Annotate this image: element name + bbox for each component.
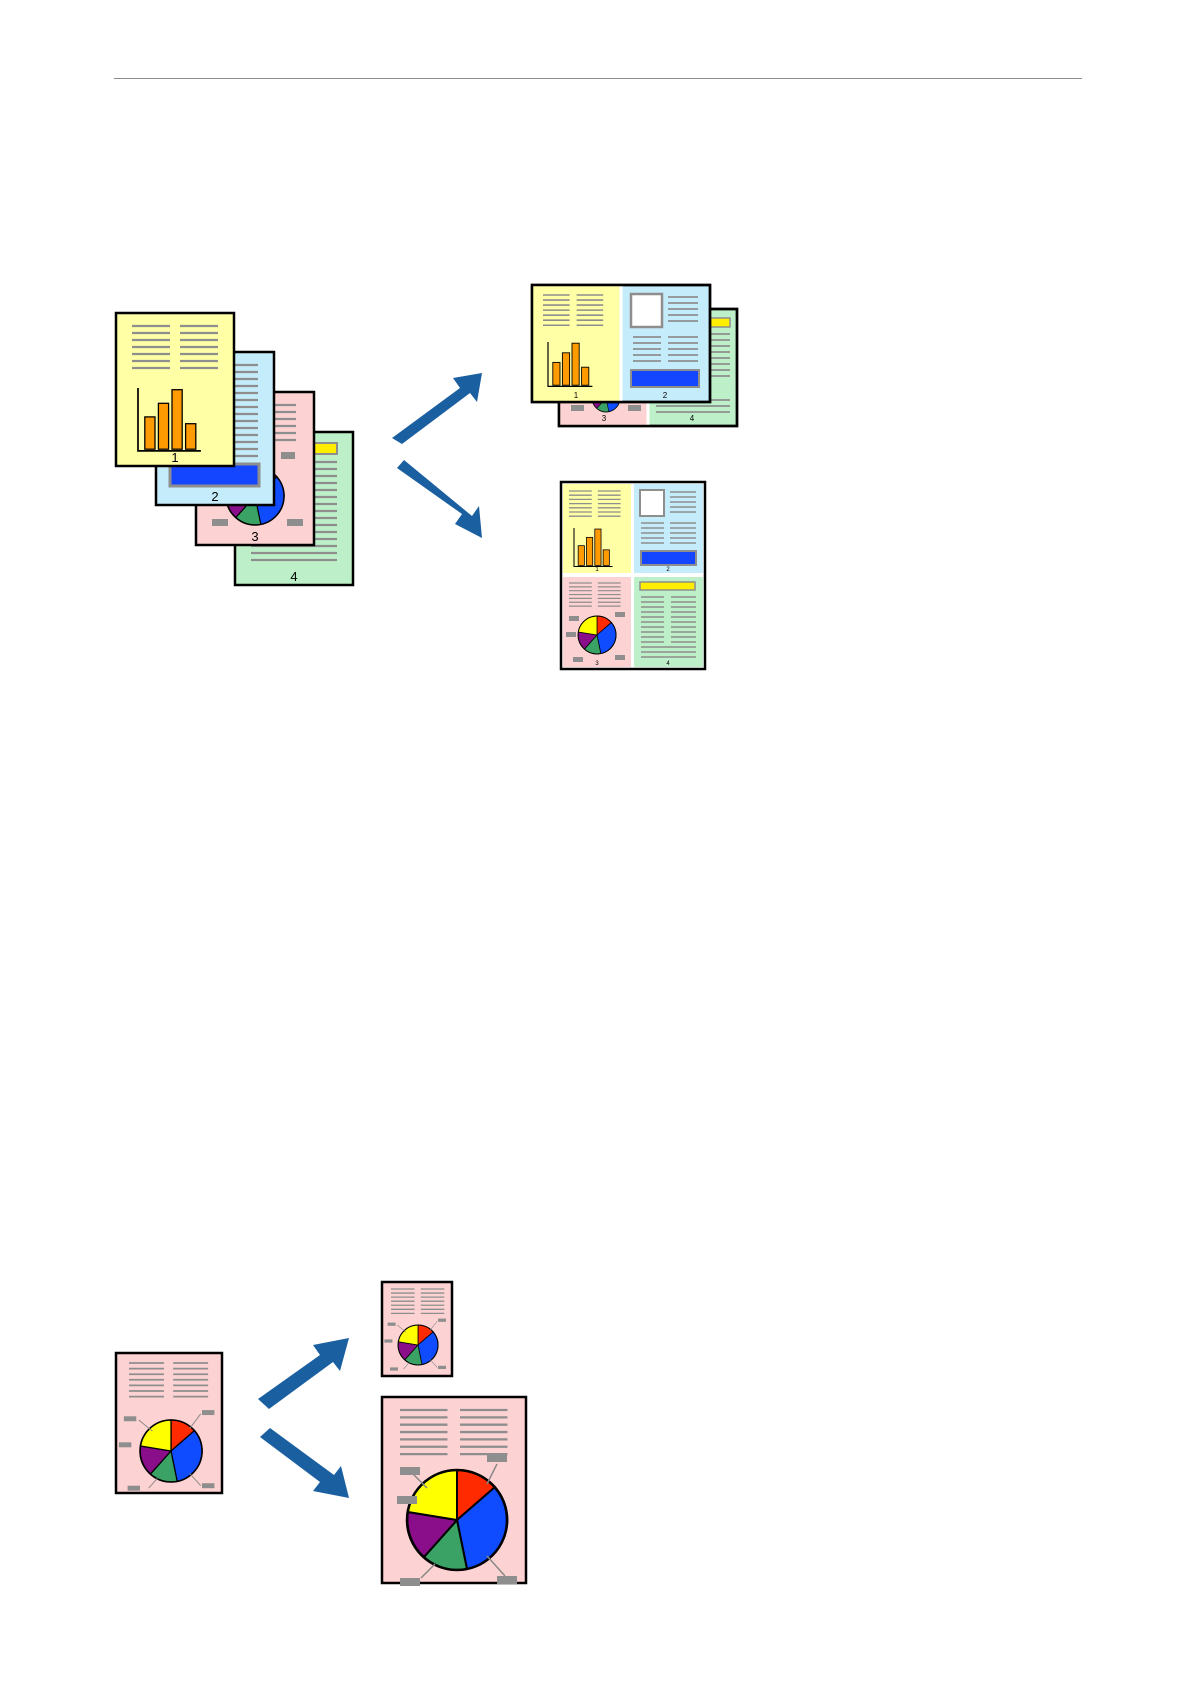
page-number-2: 2 <box>211 489 218 504</box>
two-up-page-3: 3 <box>602 414 607 423</box>
arrow-down-right-icon <box>397 460 482 538</box>
original-page <box>116 1353 222 1493</box>
enlarged-page <box>382 1397 526 1586</box>
two-up-page-2: 2 <box>663 391 668 400</box>
four-up-sheet: 1 2 3 <box>561 482 705 669</box>
arrow-up-right-icon <box>392 373 482 444</box>
two-up-page-1: 1 <box>574 391 579 400</box>
reduced-page <box>382 1282 452 1376</box>
two-up-page-4: 4 <box>690 414 695 423</box>
two-up-front-sheet: 1 2 <box>532 285 710 402</box>
arrow-up-right-icon <box>258 1338 349 1409</box>
page-number-4: 4 <box>290 569 297 584</box>
page-number-3: 3 <box>251 529 258 544</box>
source-page-1: 1 <box>116 313 234 466</box>
arrow-down-right-icon <box>260 1428 349 1498</box>
page-number-1: 1 <box>171 450 178 465</box>
